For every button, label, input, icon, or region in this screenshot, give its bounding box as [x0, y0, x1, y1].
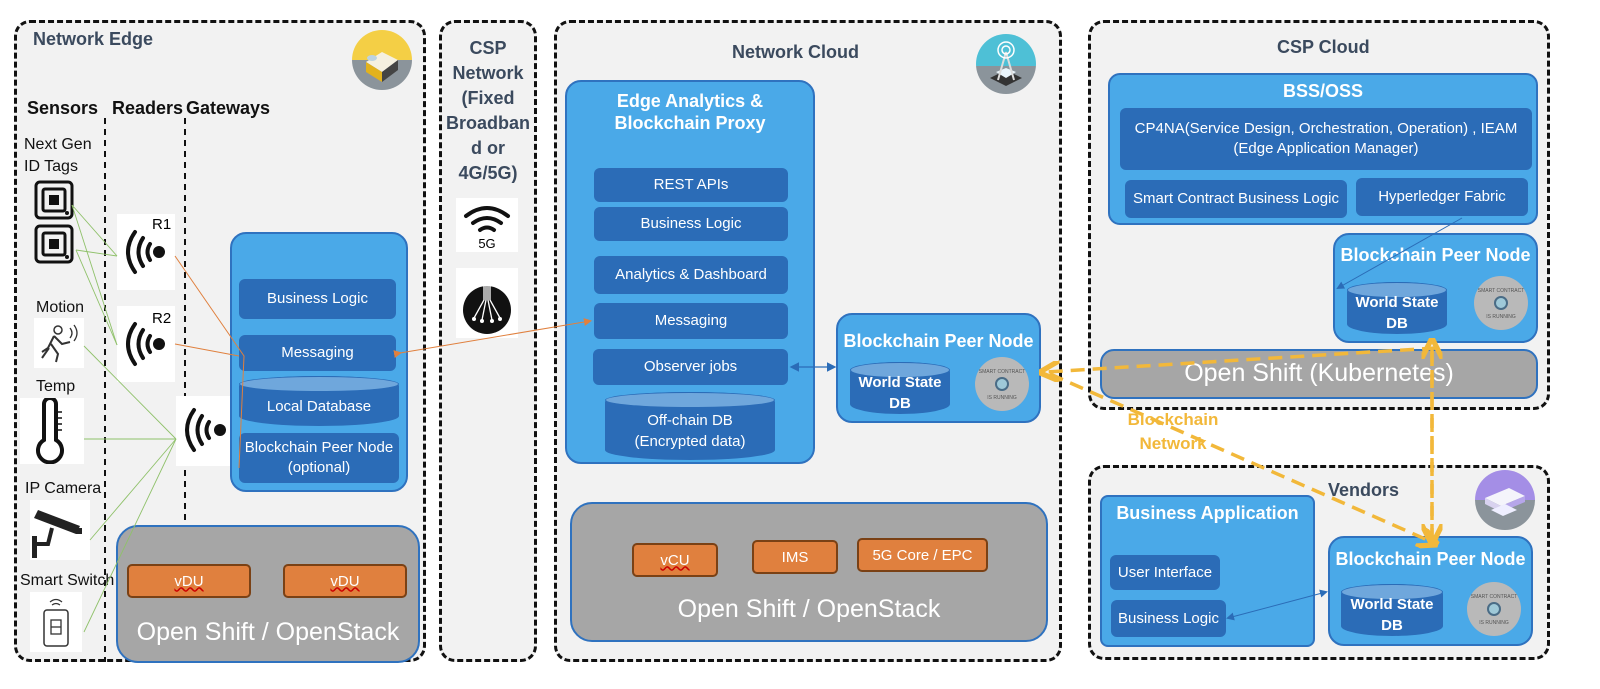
- reader-r1: [117, 214, 175, 290]
- off-chain-db[interactable]: Off-chain DB (Encrypted data): [605, 392, 775, 460]
- vendor-peer-node-title: Blockchain Peer Node: [1335, 549, 1526, 569]
- csp-cloud-peer-node-title: Blockchain Peer Node: [1340, 245, 1531, 265]
- cell-tower-icon: [976, 34, 1036, 94]
- csp-network-title: CSP Network (Fixed Broadban d or 4G/5G): [445, 38, 530, 183]
- smart-contract-icon: [995, 377, 1009, 391]
- gateway-messaging[interactable]: Messaging: [239, 335, 396, 371]
- 5g-label: 5G: [478, 236, 495, 251]
- network-edge-title: Network Edge: [33, 29, 154, 49]
- smart-contract-icon: [1487, 602, 1501, 616]
- hyperledger-fabric[interactable]: Hyperledger Fabric: [1356, 178, 1528, 216]
- vendor-world-state-db[interactable]: World State DB: [1341, 584, 1443, 636]
- reader-r2-label: R2: [152, 310, 172, 327]
- ip-camera-icon: [30, 500, 90, 560]
- blockchain-network-label: Blockchain Network: [1127, 410, 1219, 453]
- edge-vdu-2[interactable]: vDU: [283, 564, 407, 598]
- workload-vcu[interactable]: vCU: [632, 543, 718, 577]
- cp4na-ieam[interactable]: CP4NA(Service Design, Orchestration, Ope…: [1120, 108, 1532, 170]
- edge-building-icon: [352, 30, 412, 90]
- vendor-business-logic[interactable]: Business Logic: [1111, 600, 1226, 637]
- world-state-db-label: World State DB: [858, 374, 942, 412]
- sensor-label-motion: Motion: [36, 299, 85, 316]
- edge-platform-label: Open Shift / OpenStack: [136, 618, 400, 646]
- cloud-platform-label: Open Shift / OpenStack: [677, 595, 941, 623]
- sensor-label-id-tags: Next Gen ID Tags: [24, 136, 92, 175]
- proxy-analytics-dashboard[interactable]: Analytics & Dashboard: [594, 256, 788, 294]
- csp-cloud-title: CSP Cloud: [1277, 37, 1370, 57]
- proxy-rest-apis[interactable]: REST APIs: [594, 168, 788, 202]
- local-database[interactable]: Local Database: [239, 376, 399, 426]
- motion-sensor-icon: [34, 318, 84, 368]
- smart-switch-icon: [30, 592, 82, 652]
- business-application-title: Business Application: [1116, 503, 1299, 523]
- vendor-user-interface[interactable]: User Interface: [1110, 555, 1220, 590]
- gateway-wireless-icon: [176, 396, 234, 466]
- proxy-messaging[interactable]: Messaging: [594, 303, 788, 339]
- edge-vdu-1[interactable]: vDU: [127, 564, 251, 598]
- sensor-label-ip-camera: IP Camera: [25, 480, 102, 497]
- vendors-title: Vendors: [1328, 480, 1400, 500]
- world-state-db-label: World State DB: [1355, 294, 1439, 332]
- warehouse-icon: [1475, 470, 1535, 530]
- 5g-wifi-icon: 5G: [456, 198, 518, 252]
- smart-contract-business-logic[interactable]: Smart Contract Business Logic: [1125, 180, 1347, 218]
- id-tag-icon: [34, 224, 74, 269]
- badge-top-text: SMART CONTRACT: [1477, 288, 1525, 294]
- proxy-business-logic[interactable]: Business Logic: [594, 207, 788, 241]
- workload-5g-core-epc[interactable]: 5G Core / EPC: [857, 538, 988, 572]
- local-database-label: Local Database: [266, 397, 372, 415]
- smart-contract-badge: SMART CONTRACT IS RUNNING: [975, 357, 1029, 411]
- badge-bottom-text: IS RUNNING: [1486, 314, 1516, 320]
- gateway-peer-node-optional[interactable]: Blockchain Peer Node (optional): [239, 433, 399, 483]
- world-state-db-label: World State DB: [1350, 596, 1434, 634]
- bss-oss-title: BSS/OSS: [1282, 81, 1364, 101]
- badge-top-text: SMART CONTRACT: [1470, 594, 1518, 600]
- csp-cloud-world-state-db[interactable]: World State DB: [1347, 282, 1447, 334]
- id-tag-icon: [34, 180, 74, 225]
- fiber-optic-icon: [456, 268, 518, 338]
- off-chain-db-label: Off-chain DB (Encrypted data): [634, 412, 746, 450]
- thermometer-icon: [20, 396, 84, 465]
- sensor-label-temp: Temp: [36, 378, 76, 395]
- badge-bottom-text: IS RUNNING: [987, 395, 1017, 401]
- badge-top-text: SMART CONTRACT: [978, 369, 1026, 375]
- network-cloud-world-state-db[interactable]: World State DB: [850, 362, 950, 414]
- gateway-business-logic[interactable]: Business Logic: [239, 279, 396, 319]
- smart-contract-badge: SMART CONTRACT IS RUNNING: [1474, 276, 1528, 330]
- edge-analytics-proxy-title: Edge Analytics & Blockchain Proxy: [614, 91, 766, 133]
- workload-ims[interactable]: IMS: [752, 540, 838, 574]
- column-readers: Readers: [112, 98, 184, 118]
- proxy-observer-jobs[interactable]: Observer jobs: [593, 349, 788, 385]
- sensor-label-smart-switch: Smart Switch: [20, 572, 115, 589]
- network-cloud-title: Network Cloud: [732, 42, 860, 62]
- smart-contract-icon: [1494, 296, 1508, 310]
- network-cloud-peer-node-title: Blockchain Peer Node: [843, 331, 1034, 351]
- reader-r1-label: R1: [152, 216, 172, 233]
- column-sensors: Sensors: [27, 98, 99, 118]
- smart-contract-badge: SMART CONTRACT IS RUNNING: [1467, 582, 1521, 636]
- badge-bottom-text: IS RUNNING: [1479, 620, 1509, 626]
- column-gateways: Gateways: [186, 98, 271, 118]
- kubernetes-platform-label: Open Shift (Kubernetes): [1184, 359, 1454, 387]
